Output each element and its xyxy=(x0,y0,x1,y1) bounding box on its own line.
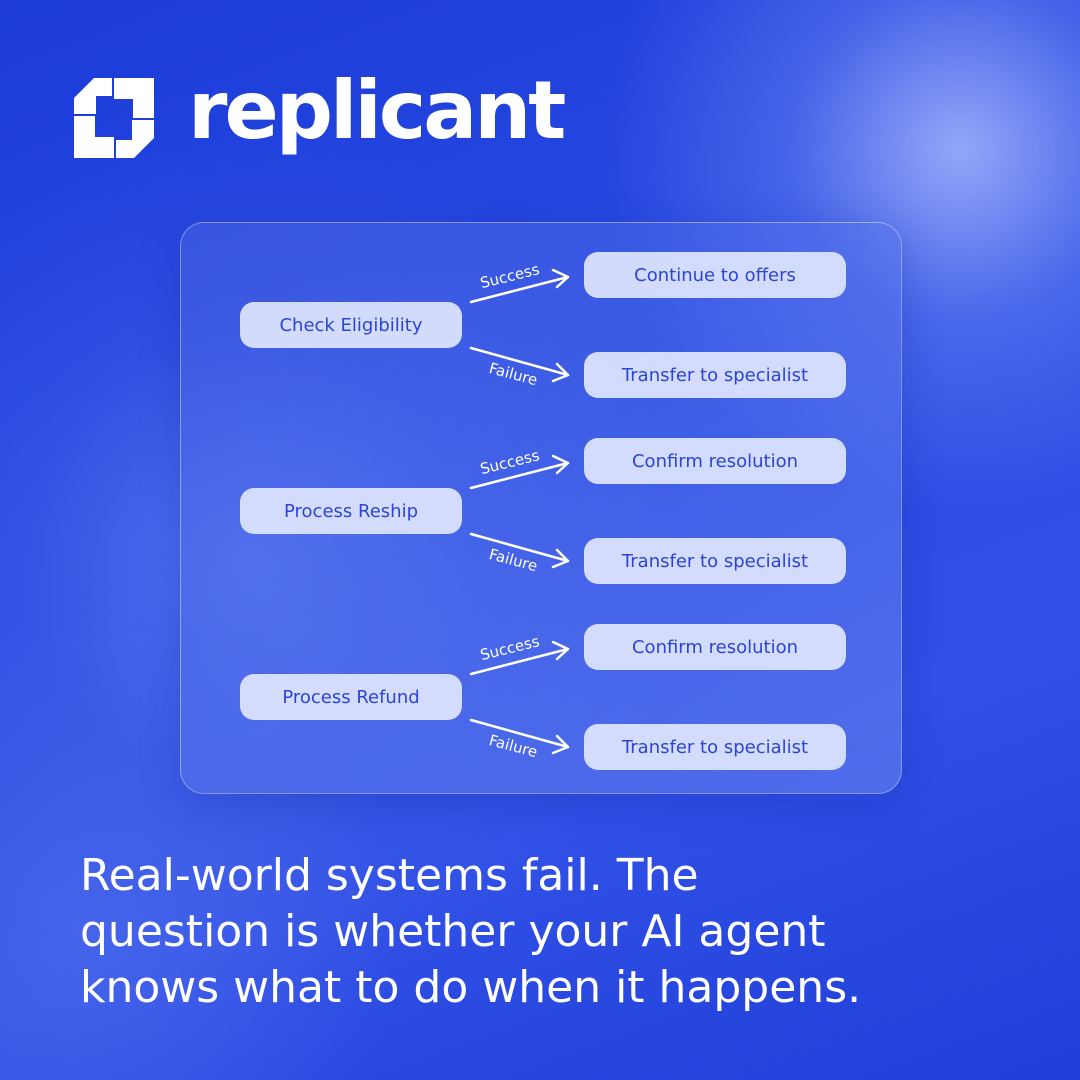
failure-arrowhead-3 xyxy=(551,734,570,755)
success-arrowhead-1 xyxy=(551,268,570,289)
step-1-success-target: Continue to offers xyxy=(584,252,846,298)
step-2-success-target: Confirm resolution xyxy=(584,438,846,484)
replicant-logo-icon xyxy=(74,78,154,158)
caption-line-2: question is whether your AI agent xyxy=(80,906,826,957)
failure-arrowhead-2 xyxy=(551,548,570,569)
success-arrowhead-2 xyxy=(551,454,570,475)
failure-arrow-2 xyxy=(469,532,570,563)
success-arrow-3 xyxy=(469,647,570,676)
step-3-failure-target: Transfer to specialist xyxy=(584,724,846,770)
flow-arrows: Success Failure Success Failure Success … xyxy=(469,260,570,761)
step-process-refund: Process Refund xyxy=(240,674,462,720)
step-process-reship: Process Reship xyxy=(240,488,462,534)
failure-arrow-1 xyxy=(469,346,570,377)
caption-line-1: Real-world systems fail. The xyxy=(80,850,699,901)
brand-logo: replicant xyxy=(74,71,566,158)
failure-arrow-3 xyxy=(469,718,570,749)
success-arrow-2 xyxy=(469,461,570,490)
step-check-eligibility: Check Eligibility xyxy=(240,302,462,348)
step-1-failure-target: Transfer to specialist xyxy=(584,352,846,398)
success-arrowhead-3 xyxy=(551,640,570,661)
caption-line-3: knows what to do when it happens. xyxy=(80,962,862,1013)
flow-diagram-panel: Check Eligibility Continue to offers Tra… xyxy=(180,222,902,794)
step-3-success-target: Confirm resolution xyxy=(584,624,846,670)
brand-name: replicant xyxy=(188,64,566,157)
success-arrow-1 xyxy=(469,275,570,304)
failure-arrowhead-1 xyxy=(551,362,570,383)
step-2-failure-target: Transfer to specialist xyxy=(584,538,846,584)
headline-caption: Real-world systems fail. The question is… xyxy=(80,848,1000,1016)
